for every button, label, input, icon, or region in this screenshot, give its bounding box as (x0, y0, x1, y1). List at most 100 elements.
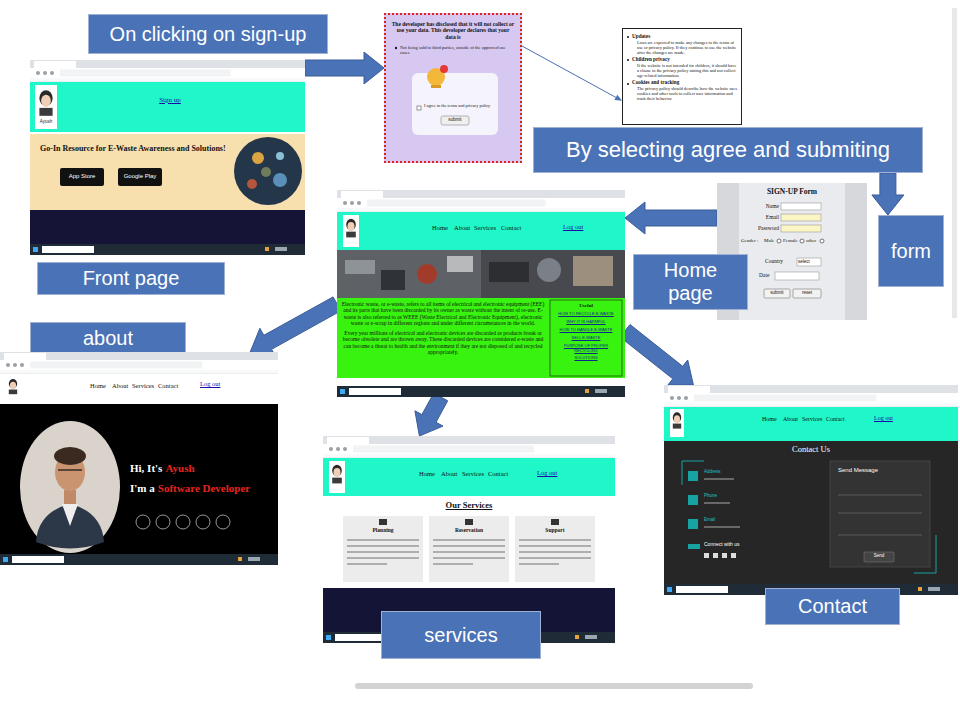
screen-text: Useful (550, 303, 622, 309)
screen-text: Log out (537, 469, 557, 476)
art-ellipse (674, 415, 680, 423)
art-rect (664, 393, 958, 403)
text-line: Hi, It'sAyush (130, 462, 198, 475)
screen-text: Contact (501, 224, 521, 231)
art-rect (0, 404, 278, 554)
art-circle (343, 201, 347, 205)
art-line (433, 545, 505, 546)
screen-text: About (783, 416, 798, 423)
screen-text: other (806, 238, 816, 244)
screen-text: About (454, 224, 470, 231)
screen-text: Date (759, 272, 769, 278)
art-ellipse (333, 468, 340, 477)
art-rect (64, 490, 76, 504)
art-line (433, 551, 505, 552)
art-line (347, 539, 419, 540)
connector-arrow (415, 393, 448, 436)
art-circle (417, 264, 437, 284)
art-rect (0, 374, 278, 404)
screen-text: reset (793, 290, 821, 295)
art-rect (489, 262, 529, 282)
art-ellipse (20, 421, 120, 553)
art-ellipse (332, 465, 342, 477)
art-rect (353, 446, 534, 453)
art-rect (30, 244, 305, 255)
art-rect (575, 635, 579, 639)
screen-text: Services (132, 382, 154, 389)
art-line (838, 513, 922, 514)
art-rect (367, 200, 546, 207)
art-ellipse (54, 447, 86, 465)
box-label: Home page (641, 259, 740, 305)
art-rect (781, 203, 821, 210)
art-rect (379, 519, 387, 525)
art-rect (42, 246, 94, 253)
connector-arrow (872, 173, 904, 215)
screen-text: select (798, 259, 810, 264)
art-ellipse (673, 412, 681, 422)
art-rect (664, 407, 958, 441)
screen-text: Reservation (429, 527, 509, 533)
art-rect (323, 436, 615, 444)
block-arrow (625, 202, 717, 234)
screen-text: PURPOSE OF PROPER RECYCLING (553, 344, 619, 353)
screen-text: About (112, 382, 128, 389)
thin-connector (522, 46, 617, 98)
screen-text: Contact (158, 382, 178, 389)
section-heading: Children privacy (632, 57, 737, 63)
art-rect (345, 260, 375, 274)
art-circle (677, 396, 681, 400)
art-circle (537, 258, 561, 282)
art-line (58, 469, 82, 470)
art-rect (0, 554, 278, 565)
screen-text: Our Services (423, 501, 515, 511)
caption-box: about (30, 322, 186, 355)
art-rect (323, 458, 615, 496)
art-rect (265, 247, 269, 251)
art-line (347, 545, 419, 546)
art-rect (30, 210, 305, 244)
art-rect (676, 586, 728, 593)
art-rect (664, 441, 958, 584)
section-text: The privacy policy should describe how t… (637, 86, 737, 101)
art-rect (337, 208, 625, 212)
art-circle (36, 71, 40, 75)
art-rect (341, 191, 383, 198)
art-rect (830, 461, 930, 567)
connector-arrow (522, 46, 622, 101)
art-rect (60, 70, 231, 77)
art-rect (550, 300, 622, 376)
art-rect (688, 519, 698, 529)
box-label: Contact (798, 595, 867, 618)
screenshot-art (30, 60, 305, 255)
art-rect (0, 370, 278, 374)
connector-arrow (305, 52, 384, 84)
screen-text: SELL E-WASTE (553, 336, 619, 341)
art-line (704, 527, 740, 528)
block-arrow (415, 393, 448, 436)
art-rect (3, 557, 8, 562)
caption-box: Home page (633, 254, 748, 310)
art-rect (238, 557, 242, 561)
art-circle (13, 363, 17, 367)
art-rect (713, 553, 718, 558)
art-rect (337, 298, 547, 378)
art-circle (329, 447, 333, 451)
art-circle (234, 137, 302, 205)
art-circle (350, 201, 354, 205)
art-rect (465, 519, 473, 525)
caption-box: By selecting agree and submiting (533, 127, 923, 173)
art-line (704, 479, 734, 480)
art-circle (247, 179, 257, 189)
art-rect (864, 552, 894, 562)
connector-arrow (625, 202, 717, 234)
art-circle (336, 447, 340, 451)
art-rect (688, 495, 698, 505)
art-circle (176, 515, 190, 529)
art-rect (585, 635, 597, 639)
art-rect (688, 471, 698, 481)
art-line (519, 551, 591, 552)
screen-text: Not being sold to third parties, outside… (400, 45, 516, 55)
art-rect (323, 454, 615, 458)
art-rect (30, 60, 305, 68)
